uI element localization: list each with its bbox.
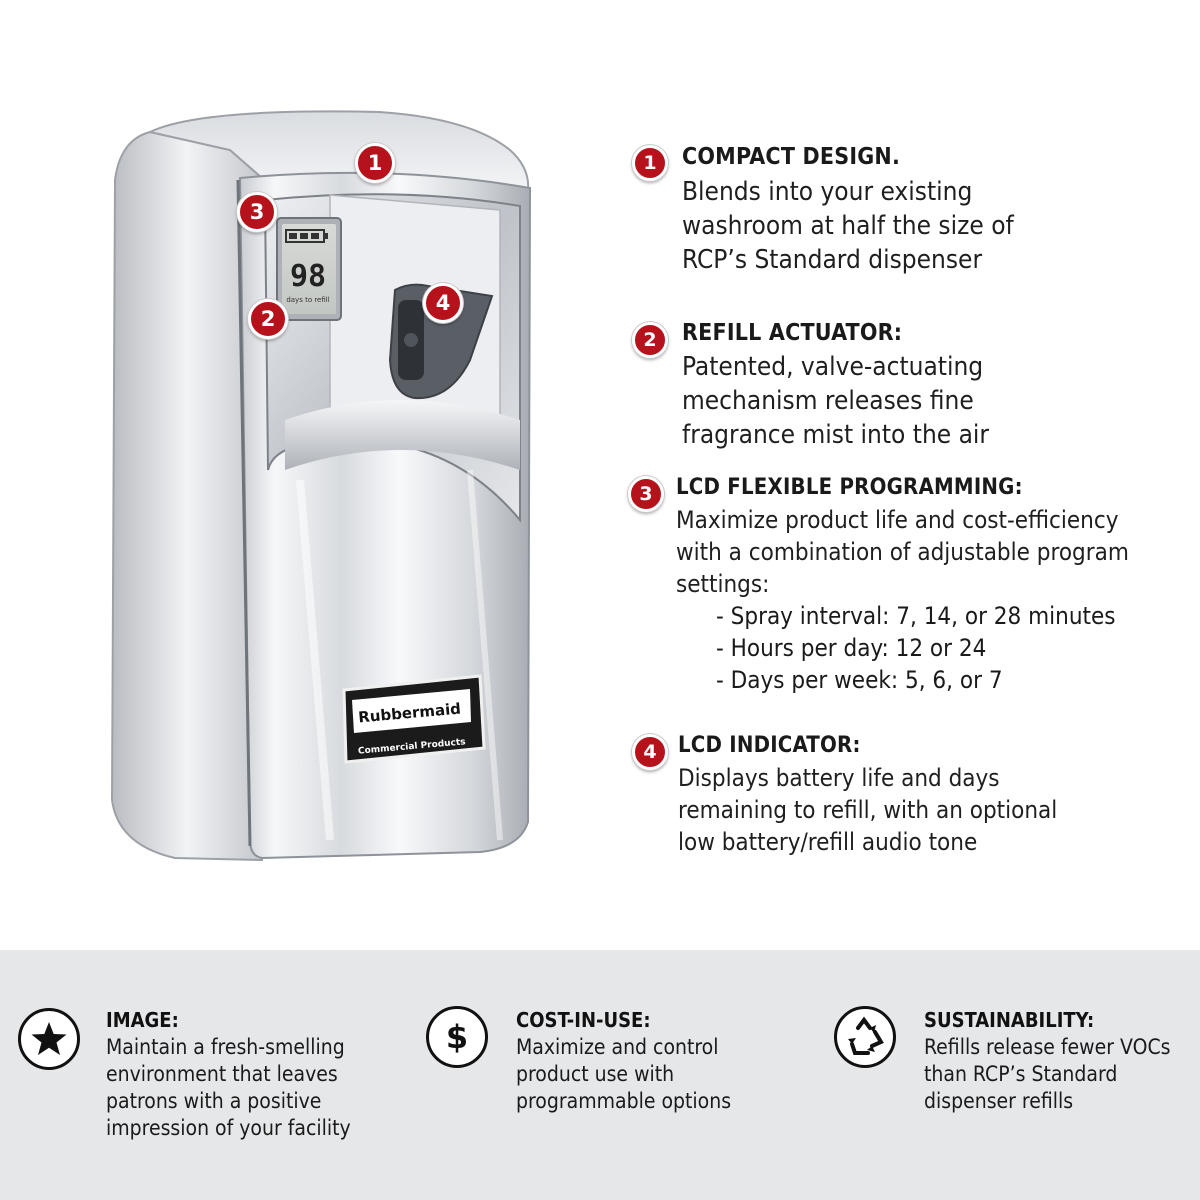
- benefit-text-image: Maintain a fresh-smelling environment th…: [106, 1034, 351, 1142]
- feature-line: settings:: [676, 570, 770, 598]
- benefits-band: IMAGE: Maintain a fresh-smelling environ…: [0, 950, 1200, 1200]
- feature-title: LCD FLEXIBLE PROGRAMMING:: [676, 475, 1023, 500]
- feature-line: mechanism releases fine: [682, 386, 974, 416]
- benefit-title-sustainability: SUSTAINABILITY:: [924, 1008, 1095, 1032]
- feature-line: RCP’s Standard dispenser: [682, 245, 983, 275]
- feature-line: with a combination of adjustable program: [676, 538, 1129, 566]
- callout-badge-2: 2: [248, 299, 288, 339]
- feature-number-badge: 4: [632, 734, 668, 770]
- benefit-line: product use with: [516, 1062, 675, 1086]
- feature-line: washroom at half the size of: [682, 211, 1014, 241]
- lcd-caption: days to refill: [286, 296, 329, 304]
- rubbermaid-logo: Rubbermaid Commercial Products: [342, 674, 486, 764]
- feature-line: Blends into your existing: [682, 177, 973, 207]
- feature-number-badge: 1: [632, 145, 668, 181]
- callout-badge-1: 1: [355, 143, 395, 183]
- feature-line: remaining to refill, with an optional: [678, 796, 1058, 824]
- benefit-line: impression of your facility: [106, 1116, 351, 1140]
- callout-badge-3: 3: [237, 192, 277, 232]
- benefit-text-cost: Maximize and control product use with pr…: [516, 1034, 731, 1115]
- feature-title: REFILL ACTUATOR:: [682, 320, 903, 346]
- svg-text:$: $: [446, 1018, 468, 1056]
- feature-description: Displays battery life and days remaining…: [678, 762, 1057, 858]
- setting-item: - Spray interval: 7, 14, or 28 minutes: [716, 602, 1116, 630]
- feature-line: Maximize product life and cost-efficienc…: [676, 506, 1119, 534]
- feature-line: low battery/refill audio tone: [678, 828, 978, 856]
- callout-badge-4: 4: [423, 283, 463, 323]
- feature-title: COMPACT DESIGN.: [682, 144, 901, 170]
- star-icon: [18, 1008, 80, 1070]
- benefit-line: Refills release fewer VOCs: [924, 1035, 1171, 1059]
- lcd-days-readout: 98: [290, 259, 326, 294]
- feature-description: Maximize product life and cost-efficienc…: [676, 504, 1129, 600]
- recycle-icon: [834, 1006, 896, 1068]
- program-settings-list: - Spray interval: 7, 14, or 28 minutes -…: [716, 600, 1116, 696]
- benefit-title-image: IMAGE:: [106, 1008, 179, 1032]
- feature-description: Blends into your existing washroom at ha…: [682, 175, 1014, 277]
- benefit-text-sustainability: Refills release fewer VOCs than RCP’s St…: [924, 1034, 1170, 1115]
- feature-line: Displays battery life and days: [678, 764, 1000, 792]
- setting-item: - Hours per day: 12 or 24: [716, 634, 987, 662]
- feature-line: Patented, valve-actuating: [682, 352, 984, 382]
- benefit-line: environment that leaves: [106, 1062, 338, 1086]
- feature-description: Patented, valve-actuating mechanism rele…: [682, 350, 989, 452]
- feature-number-badge: 3: [628, 476, 664, 512]
- air-freshener-dispenser-image: 98 days to refill Rubbermaid Commercial …: [110, 110, 532, 862]
- dollar-icon: $: [426, 1006, 488, 1068]
- benefit-line: patrons with a positive: [106, 1089, 322, 1113]
- feature-title: LCD INDICATOR:: [678, 733, 861, 758]
- benefit-line: Maintain a fresh-smelling: [106, 1035, 345, 1059]
- benefit-line: programmable options: [516, 1089, 732, 1113]
- feature-line: fragrance mist into the air: [682, 420, 990, 450]
- benefit-line: Maximize and control: [516, 1035, 719, 1059]
- benefit-title-cost: COST-IN-USE:: [516, 1008, 651, 1032]
- benefit-line: than RCP’s Standard: [924, 1062, 1118, 1086]
- setting-item: - Days per week: 5, 6, or 7: [716, 666, 1003, 694]
- feature-number-badge: 2: [632, 322, 668, 358]
- benefit-line: dispenser refills: [924, 1089, 1074, 1113]
